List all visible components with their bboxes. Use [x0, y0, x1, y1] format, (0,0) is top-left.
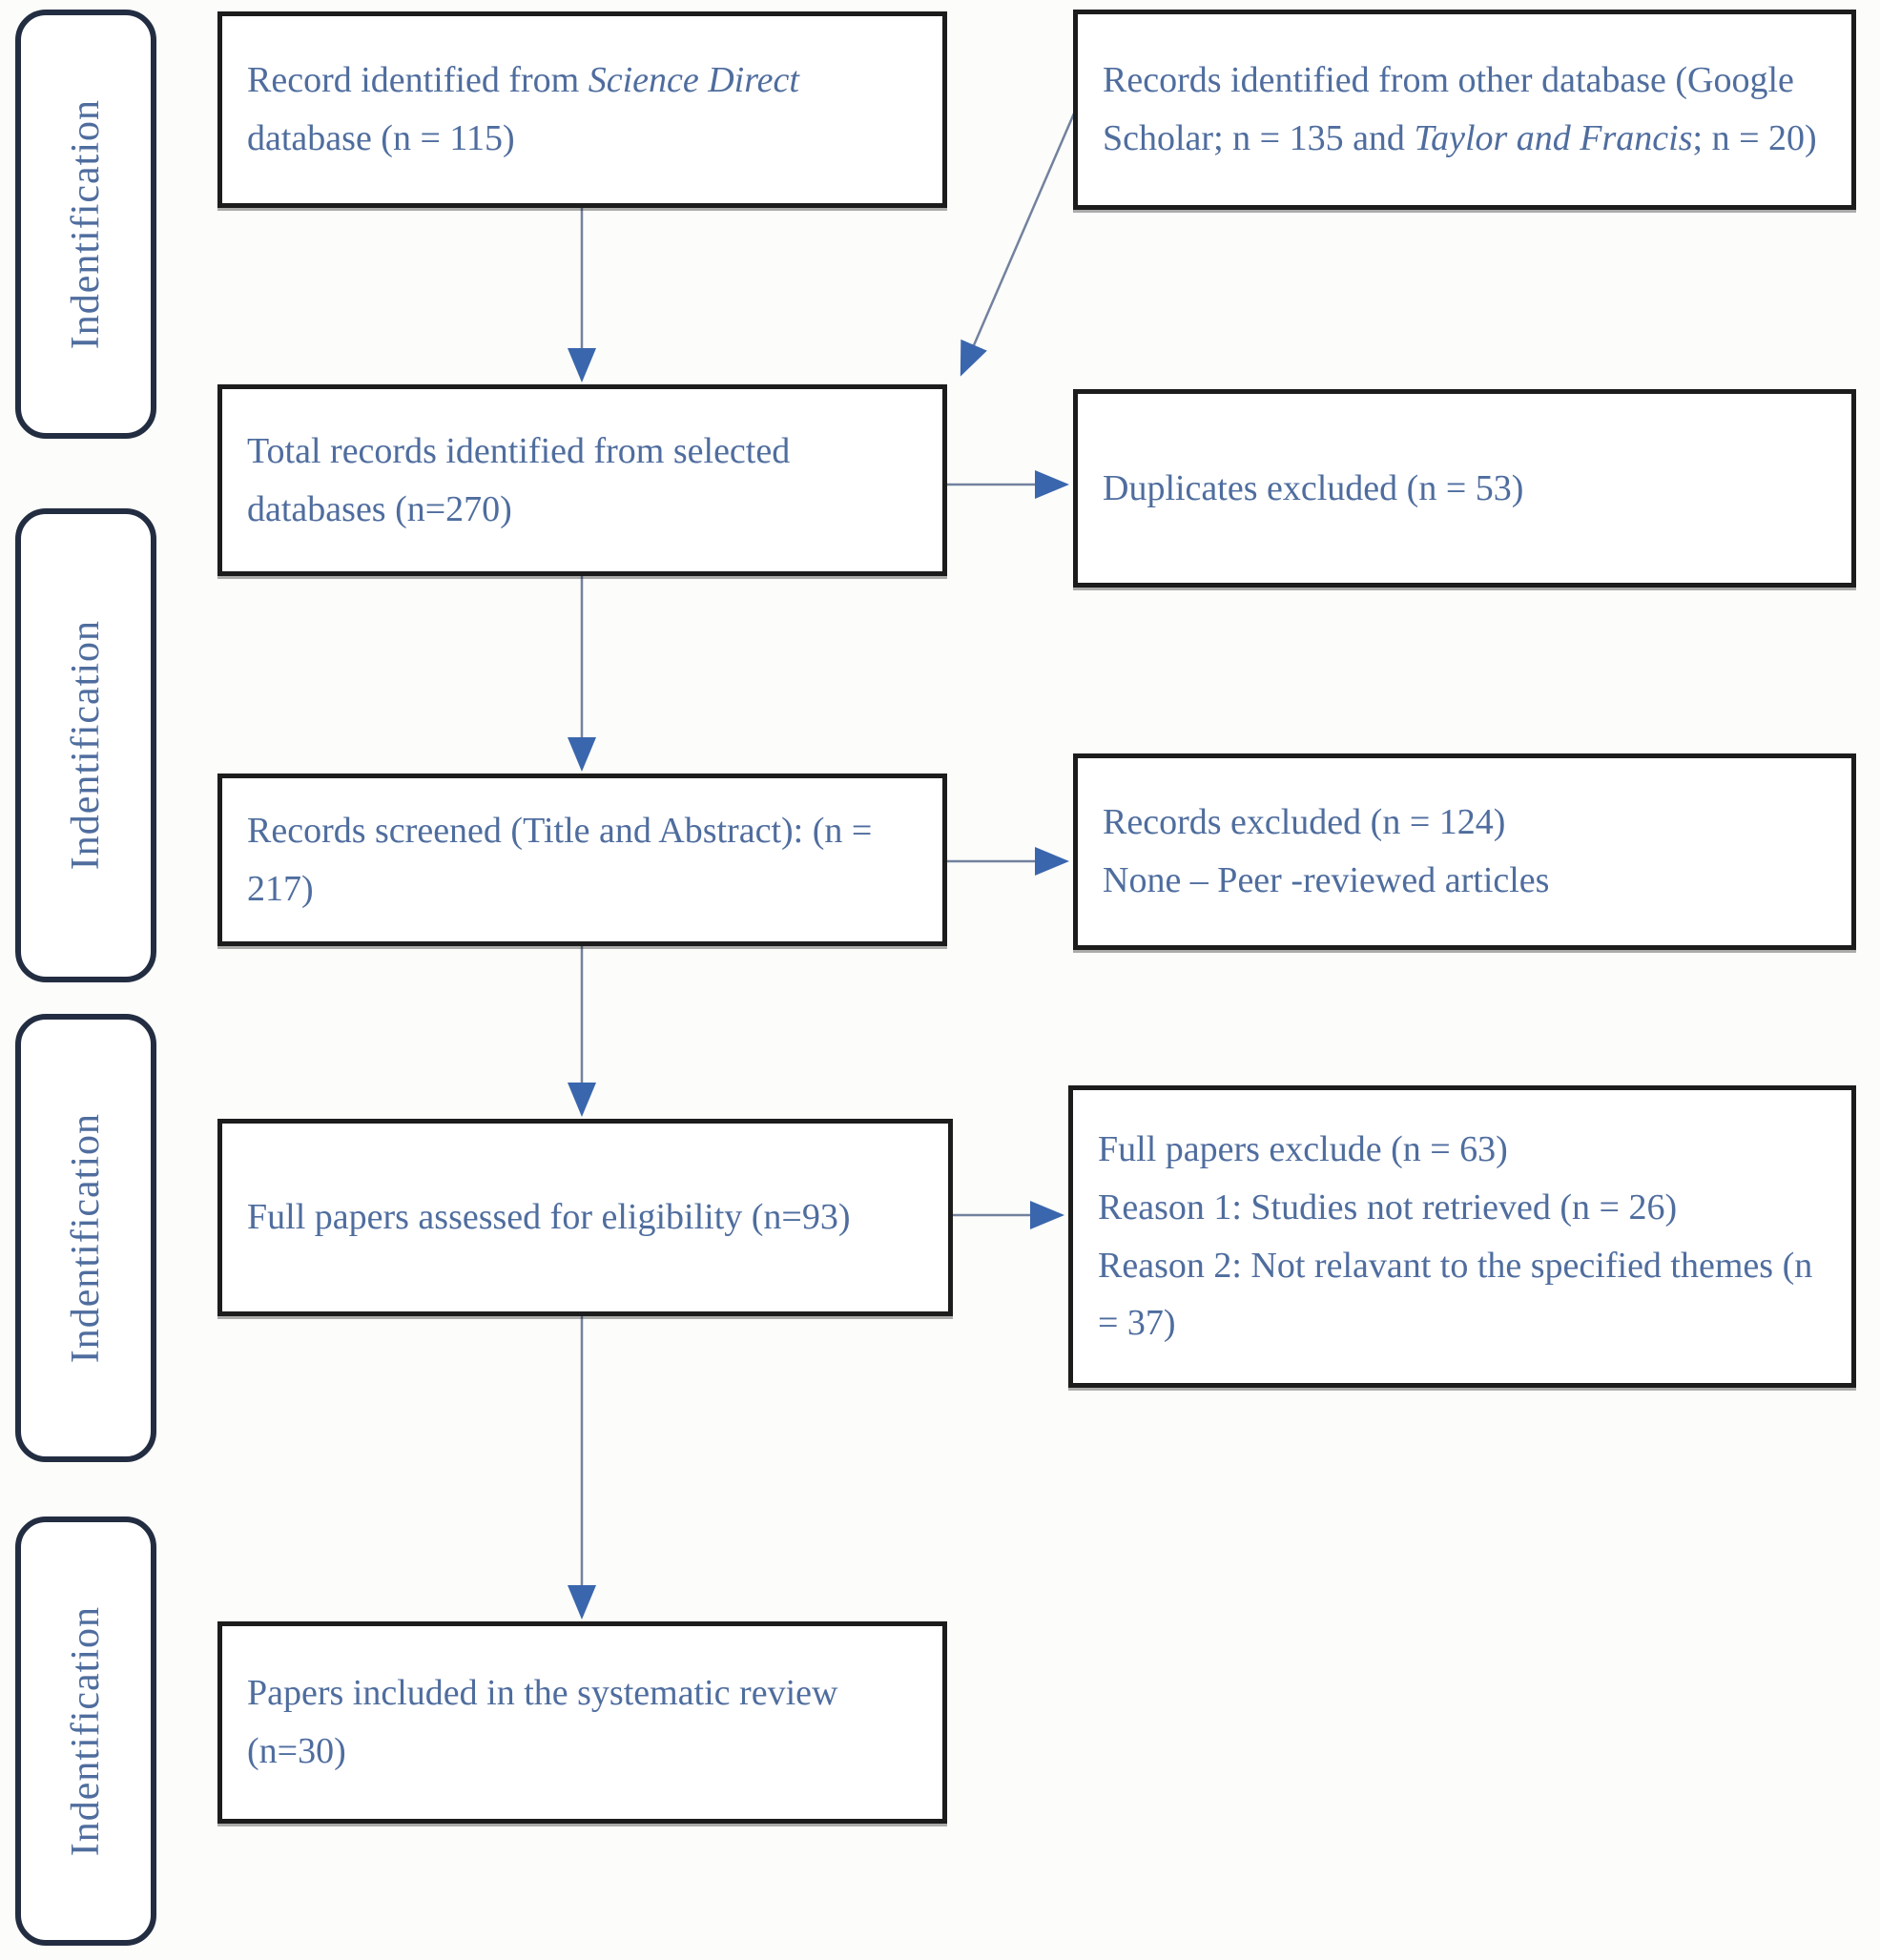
box-papers-included-text: Papers included in the systematic review…: [247, 1673, 838, 1771]
stage-label: Indentification: [64, 620, 108, 871]
box-other-databases: Records identified from other database (…: [1073, 10, 1856, 210]
box-duplicates-excluded: Duplicates excluded (n = 53): [1073, 389, 1856, 588]
box-full-papers-excluded-text: Full papers exclude (n = 63) Reason 1: S…: [1073, 1113, 1851, 1360]
arrow-otherdb-to-total: [960, 99, 1082, 377]
box-full-papers-assessed-text: Full papers assessed for eligibility (n=…: [247, 1197, 851, 1238]
box-records-screened-text: Records screened (Title and Abstract): (…: [247, 810, 873, 909]
stage-box-identification-1: Indentification: [15, 10, 156, 439]
box-other-databases-text: Records identified from other database (…: [1103, 60, 1817, 158]
stage-box-identification-2: Indentification: [15, 508, 156, 982]
box-science-direct: Record identified from Science Direct da…: [217, 11, 947, 208]
records-excluded-line-2: None – Peer -reviewed articles: [1103, 860, 1550, 900]
box-papers-included: Papers included in the systematic review…: [217, 1621, 947, 1824]
box-total-records-text: Total records identified from selected d…: [247, 430, 791, 529]
box-science-direct-text: Record identified from Science Direct da…: [247, 60, 799, 158]
box-total-records: Total records identified from selected d…: [217, 384, 947, 576]
full-papers-excluded-line-2: Reason 1: Studies not retrieved (n = 26): [1098, 1186, 1678, 1228]
stage-box-identification-3: Indentification: [15, 1014, 156, 1462]
stage-label: Indentification: [64, 1112, 108, 1364]
stage-label: Indentification: [64, 1605, 108, 1857]
box-records-excluded-text: Records excluded (n = 124) None – Peer -…: [1078, 786, 1562, 918]
box-records-screened: Records screened (Title and Abstract): (…: [217, 774, 947, 946]
box-full-papers-excluded: Full papers exclude (n = 63) Reason 1: S…: [1068, 1085, 1856, 1388]
stage-box-identification-4: Indentification: [15, 1516, 156, 1946]
full-papers-excluded-line-1: Full papers exclude (n = 63): [1098, 1128, 1508, 1169]
box-duplicates-excluded-text: Duplicates excluded (n = 53): [1103, 467, 1524, 508]
box-full-papers-assessed: Full papers assessed for eligibility (n=…: [217, 1119, 953, 1316]
records-excluded-line-1: Records excluded (n = 124): [1103, 802, 1506, 843]
box-records-excluded: Records excluded (n = 124) None – Peer -…: [1073, 753, 1856, 950]
stage-label: Indentification: [64, 98, 108, 350]
full-papers-excluded-line-3: Reason 2: Not relavant to the specified …: [1098, 1245, 1813, 1344]
